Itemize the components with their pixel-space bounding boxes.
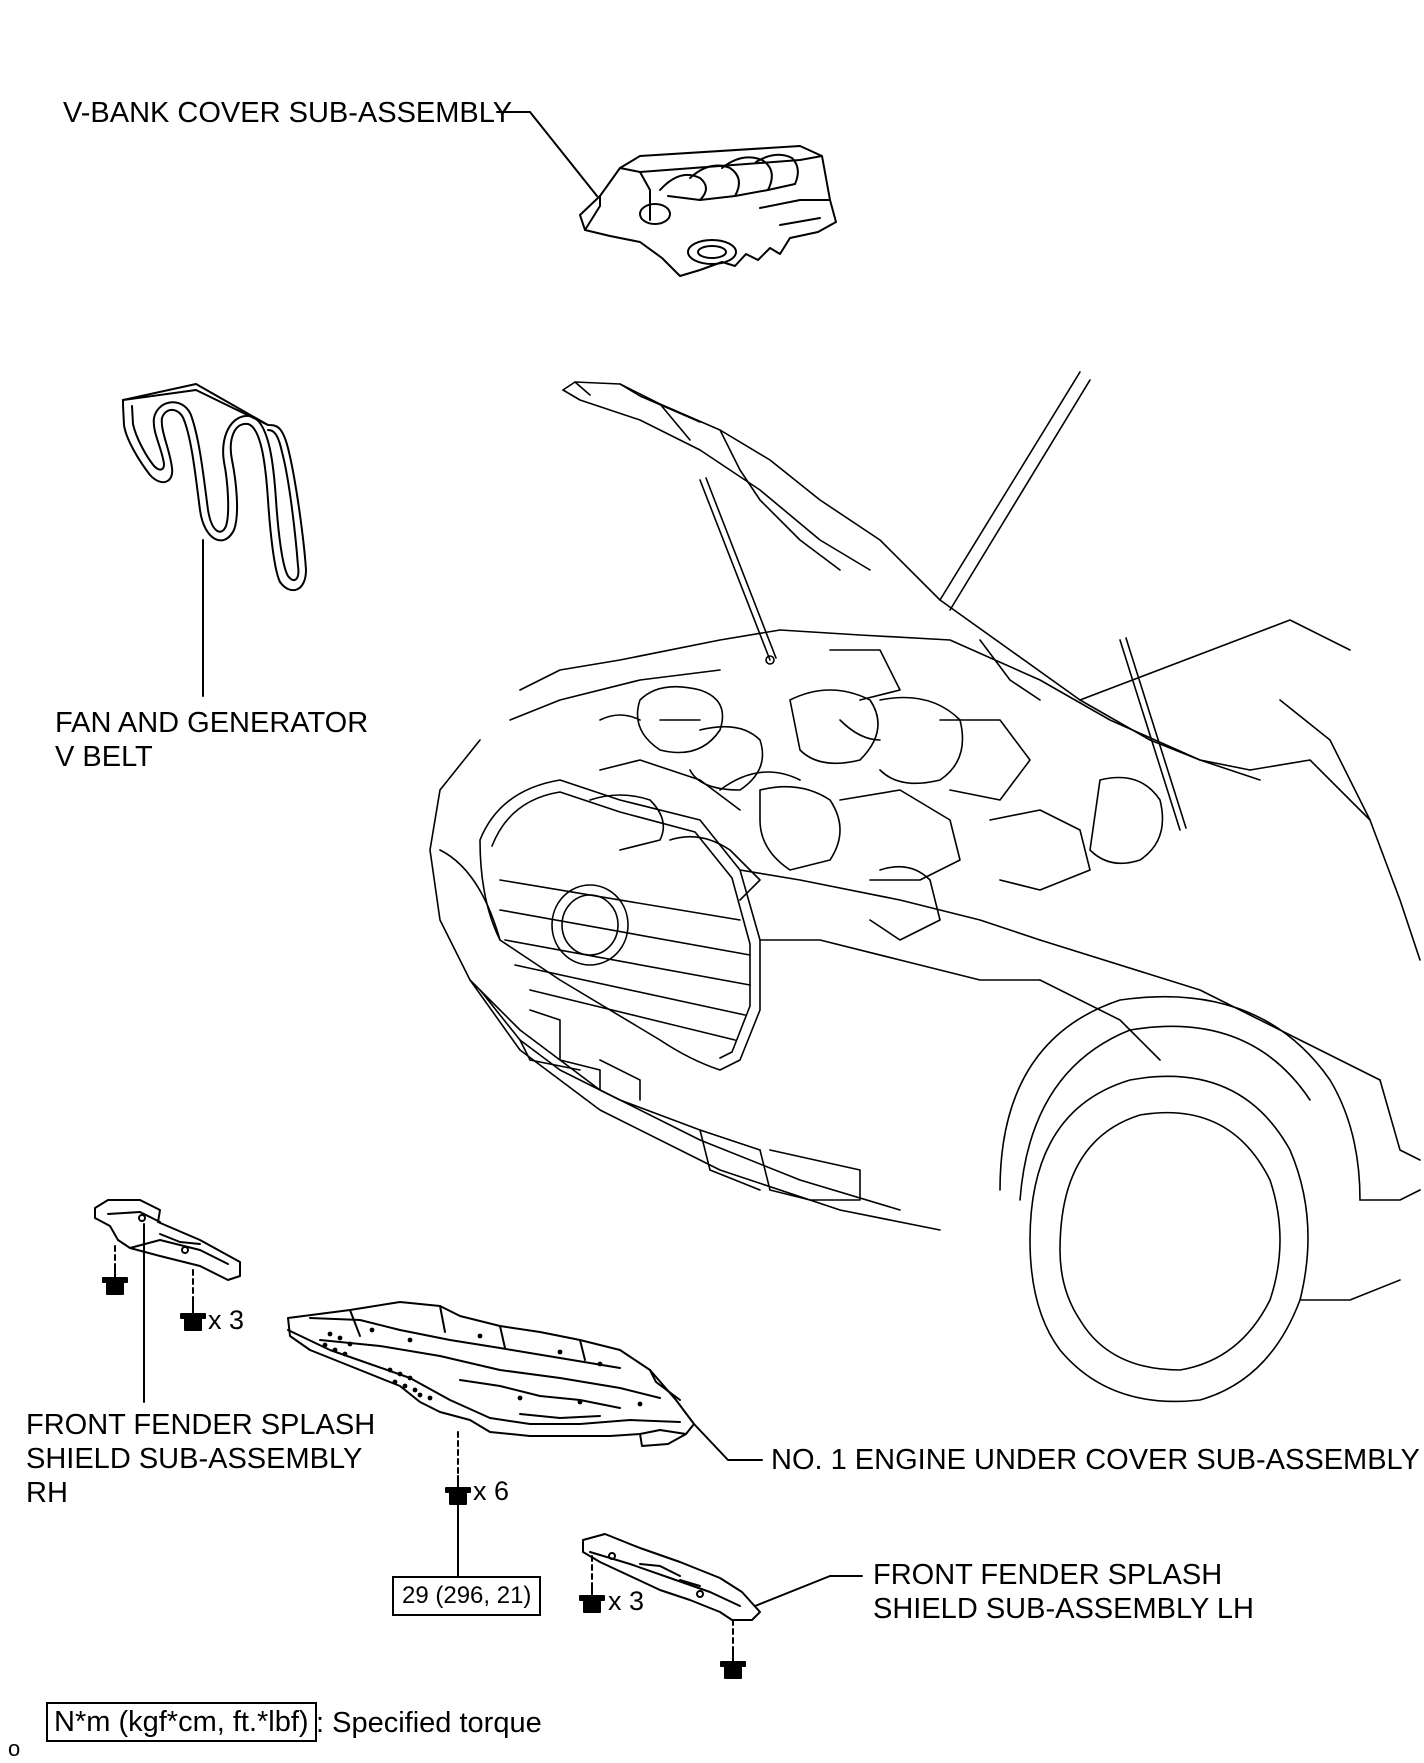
- rh-bolt-2: [180, 1269, 206, 1331]
- vbank-cover-part: [579, 145, 837, 277]
- torque-spec-box: 29 (296, 21): [392, 1576, 542, 1616]
- lh-bolt-quantity: x 3: [608, 1586, 645, 1616]
- under-cover-leader: [693, 1423, 763, 1461]
- lh-splash-shield-part: [582, 1533, 761, 1621]
- engine-under-cover-part: [287, 1301, 695, 1447]
- v-belt-part: [122, 383, 307, 592]
- lh-shield-leader: [754, 1575, 863, 1607]
- lh-shield-label-line2: SHIELD SUB-ASSEMBLY LH: [873, 1593, 1254, 1625]
- vehicle-outline: [429, 371, 1421, 1403]
- under-cover-label: NO. 1 ENGINE UNDER COVER SUB-ASSEMBLY: [771, 1444, 1420, 1476]
- legend-description: : Specified torque: [316, 1707, 542, 1739]
- lh-shield-label-line1: FRONT FENDER SPLASH: [873, 1559, 1223, 1591]
- rh-shield-label-line2: SHIELD SUB-ASSEMBLY: [26, 1443, 363, 1475]
- rh-bolt-quantity: x 3: [208, 1305, 245, 1335]
- vbank-leader: [496, 111, 598, 197]
- legend-torque-unit-box: N*m (kgf*cm, ft.*lbf): [46, 1702, 317, 1742]
- v-belt-label-line2: V BELT: [55, 741, 153, 773]
- under-cover-bolt: [445, 1431, 471, 1577]
- rh-splash-shield-part: [94, 1199, 241, 1281]
- figure-code: o: [8, 1736, 21, 1761]
- rh-shield-label-line3: RH: [26, 1477, 68, 1509]
- rh-bolt-1: [102, 1245, 128, 1295]
- under-cover-bolt-quantity: x 6: [473, 1476, 510, 1506]
- lh-bolt-2: [720, 1619, 746, 1679]
- rh-shield-label-line1: FRONT FENDER SPLASH: [26, 1409, 376, 1441]
- lh-bolt-1: [579, 1555, 605, 1613]
- v-belt-label-line1: FAN AND GENERATOR: [55, 707, 369, 739]
- vbank-cover-label: V-BANK COVER SUB-ASSEMBLY: [63, 97, 513, 129]
